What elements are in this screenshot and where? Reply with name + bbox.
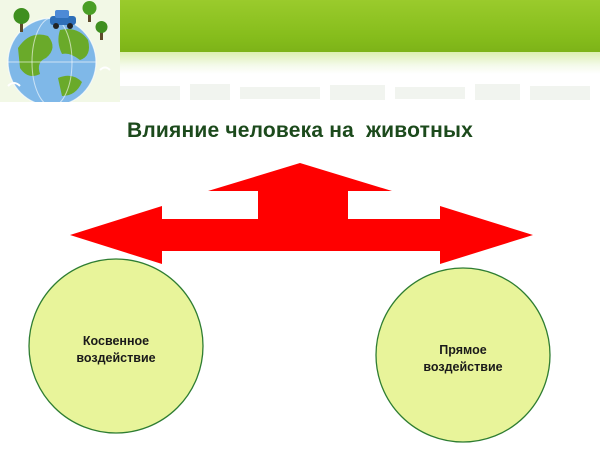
slide-title: Влияние человека на животных — [126, 119, 474, 142]
decorative-watermark — [120, 84, 590, 100]
node-indirect-line1: Косвенное — [82, 334, 150, 348]
node-direct-line1: Прямое — [439, 343, 487, 357]
tree-icon — [13, 1, 108, 40]
header-fade — [115, 52, 600, 74]
circle-direct — [375, 267, 551, 443]
node-indirect-line2: воздействие — [76, 351, 156, 365]
double-headed-arrow — [70, 163, 533, 264]
globe-icon — [0, 0, 120, 102]
circle-indirect — [28, 258, 204, 434]
car-icon — [50, 10, 76, 29]
node-direct-label: Прямое воздействие — [383, 342, 543, 376]
node-indirect-label: Косвенное воздействие — [36, 333, 196, 367]
header-band — [115, 0, 600, 52]
node-direct-line2: воздействие — [423, 360, 503, 374]
